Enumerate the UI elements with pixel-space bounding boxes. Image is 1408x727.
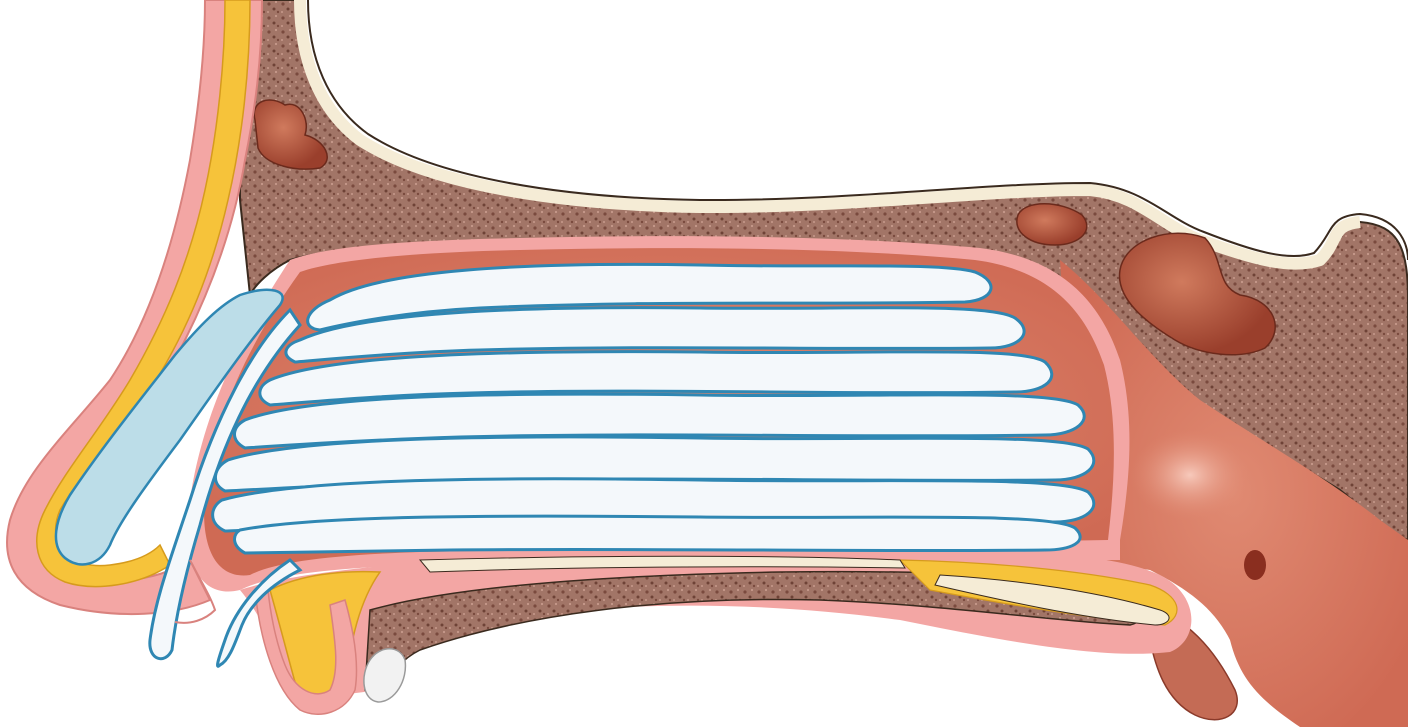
eustachian-tube-opening xyxy=(1244,550,1266,580)
packing-loop-7 xyxy=(235,516,1081,553)
pharynx-highlight xyxy=(1130,430,1250,520)
